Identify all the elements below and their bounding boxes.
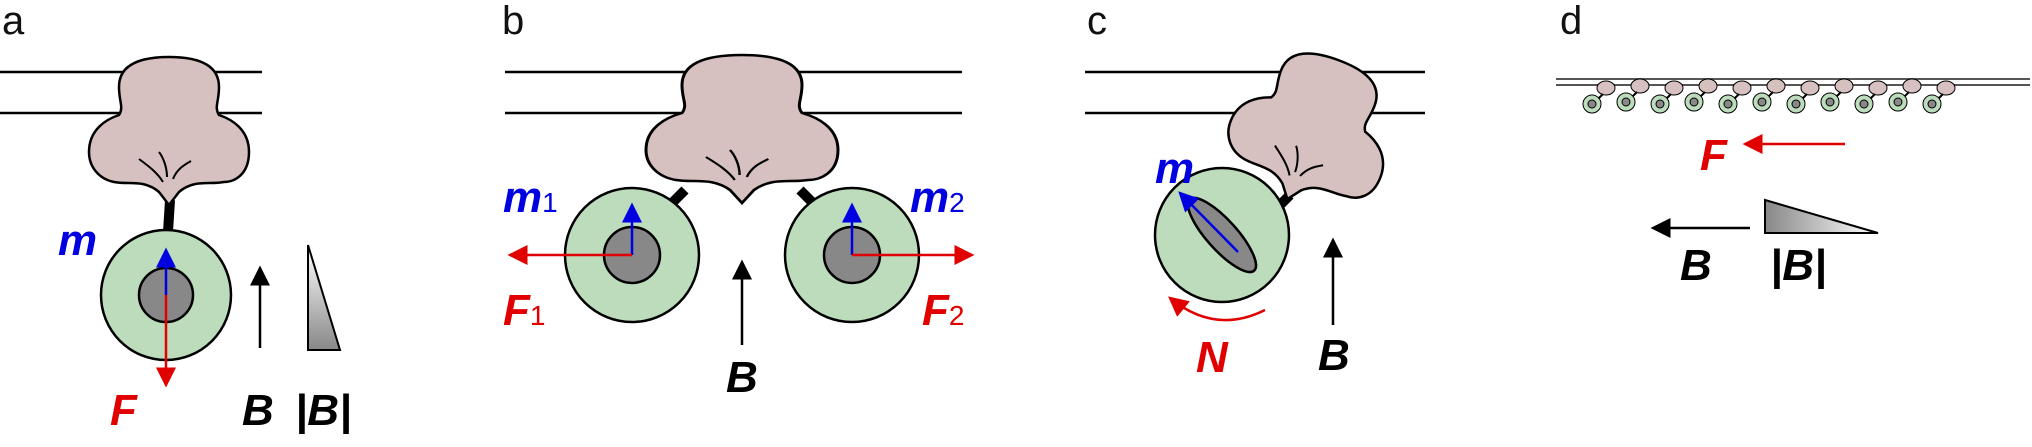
mini-protein-bead (1820, 78, 1854, 112)
field-label: B (1680, 241, 1712, 290)
protein (646, 55, 838, 203)
torque-arrow (1168, 296, 1266, 322)
field-label: B (242, 386, 274, 435)
force-label-1-subscript: 1 (530, 300, 546, 331)
moment-label: m (1155, 144, 1194, 193)
moment-label-2-subscript: 2 (949, 187, 965, 218)
moment-label-2-symbol: m (910, 173, 949, 222)
torque-label: N (1196, 333, 1229, 382)
panel-label-d: d (1560, 0, 1582, 43)
moment-label-1: m1 (503, 173, 558, 222)
panel-b: b m1 m2 F1 F2 B (502, 0, 975, 402)
force-label-1-symbol: F (503, 286, 531, 335)
moment-label: m (58, 216, 97, 265)
mini-protein-bead (1752, 78, 1786, 112)
force-label: F (1700, 131, 1728, 180)
panel-c: c m N B (1085, 0, 1425, 382)
field-label: B (1318, 331, 1350, 380)
force-label-2-symbol: F (922, 286, 950, 335)
field-label: B (726, 353, 758, 402)
mini-protein-bead (1616, 78, 1650, 112)
moment-arrow (1178, 191, 1239, 253)
panel-a: a m F B |B| (0, 0, 351, 435)
gradient-label: |B| (1770, 241, 1826, 290)
force-label-1: F1 (503, 286, 545, 335)
panel-label-b: b (502, 0, 524, 43)
gradient-wedge (307, 244, 342, 351)
protein (89, 57, 249, 205)
gradient-wedge (1764, 198, 1879, 234)
panel-label-a: a (2, 0, 25, 43)
mini-protein-bead (1888, 78, 1922, 112)
panel-label-c: c (1087, 0, 1107, 43)
panel-d: d F B |B| (1556, 0, 2030, 290)
moment-label-1-symbol: m (503, 173, 542, 222)
force-label-2: F2 (922, 286, 964, 335)
moment-label-2: m2 (910, 173, 965, 222)
force-label-2-subscript: 2 (949, 300, 965, 331)
gradient-label: |B| (295, 386, 351, 435)
force-label: F (110, 386, 138, 435)
moment-label-1-subscript: 1 (542, 187, 558, 218)
mini-protein-bead (1684, 78, 1718, 112)
